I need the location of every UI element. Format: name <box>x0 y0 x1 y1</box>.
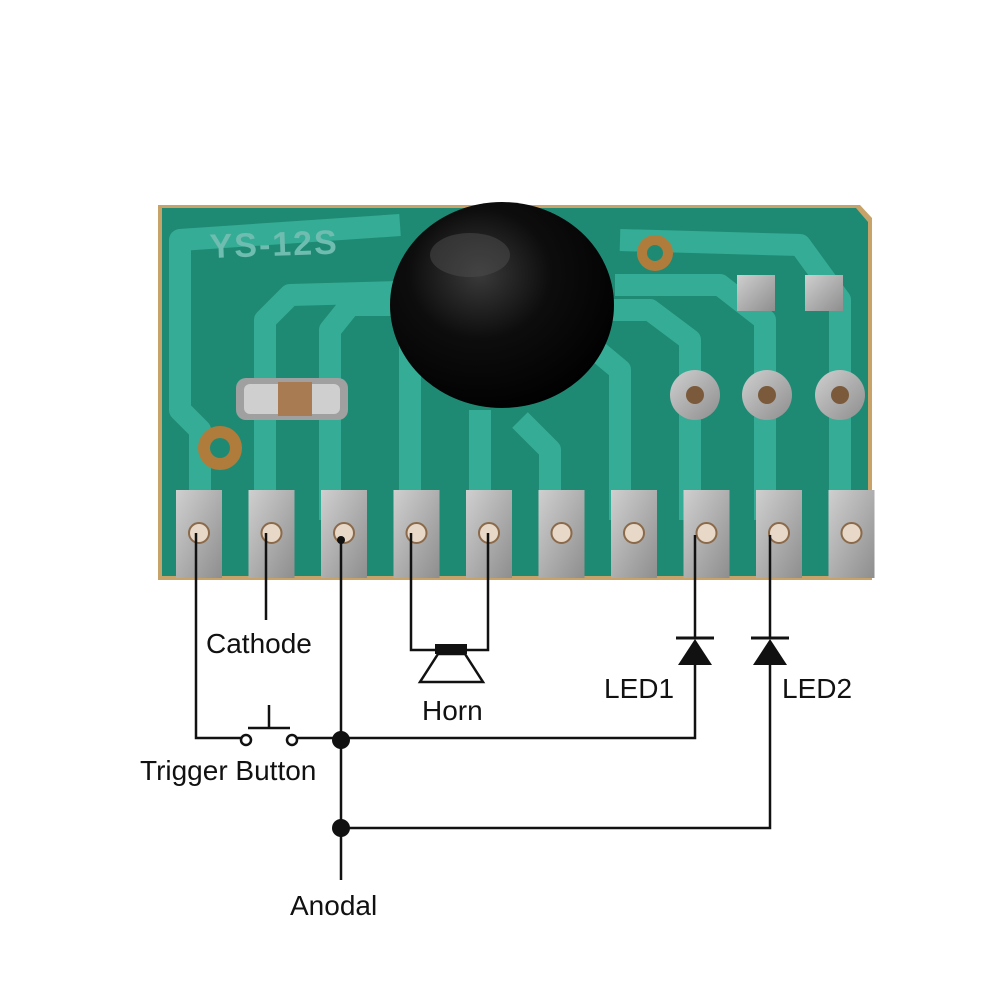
horn-speaker-symbol <box>417 644 486 684</box>
edge-pin-hole <box>623 522 645 544</box>
round-pads <box>670 370 865 420</box>
horn-label: Horn <box>422 695 483 726</box>
trigger-button-symbol[interactable] <box>239 705 299 747</box>
junction-node <box>332 819 350 837</box>
edge-pins <box>176 490 875 578</box>
trigger-button-label: Trigger Button <box>140 755 316 786</box>
led2-label: LED2 <box>782 673 852 704</box>
junction-node <box>332 731 350 749</box>
edge-pin-hole <box>768 522 790 544</box>
anodal-label: Anodal <box>290 890 377 921</box>
silkscreen-label: YS-12S <box>209 224 339 266</box>
edge-pin-hole <box>188 522 210 544</box>
led1-diode-symbol <box>676 636 714 665</box>
pcb-board: YS-12S <box>158 202 875 580</box>
pin-markers <box>337 536 345 544</box>
edge-pin-hole <box>405 522 428 544</box>
edge-pin-hole <box>695 522 718 544</box>
wiring <box>194 533 772 880</box>
edge-pin-hole <box>840 522 863 544</box>
smd-pad <box>805 275 843 311</box>
edge-pin-hole <box>550 522 573 544</box>
cathode-label: Cathode <box>206 628 312 659</box>
smd-pad <box>737 275 775 311</box>
led2-diode-symbol <box>751 636 789 665</box>
edge-pin-hole <box>260 522 283 544</box>
ic-chip-blob <box>390 202 614 408</box>
led1-label: LED1 <box>604 673 674 704</box>
smd-resistor <box>236 378 348 420</box>
